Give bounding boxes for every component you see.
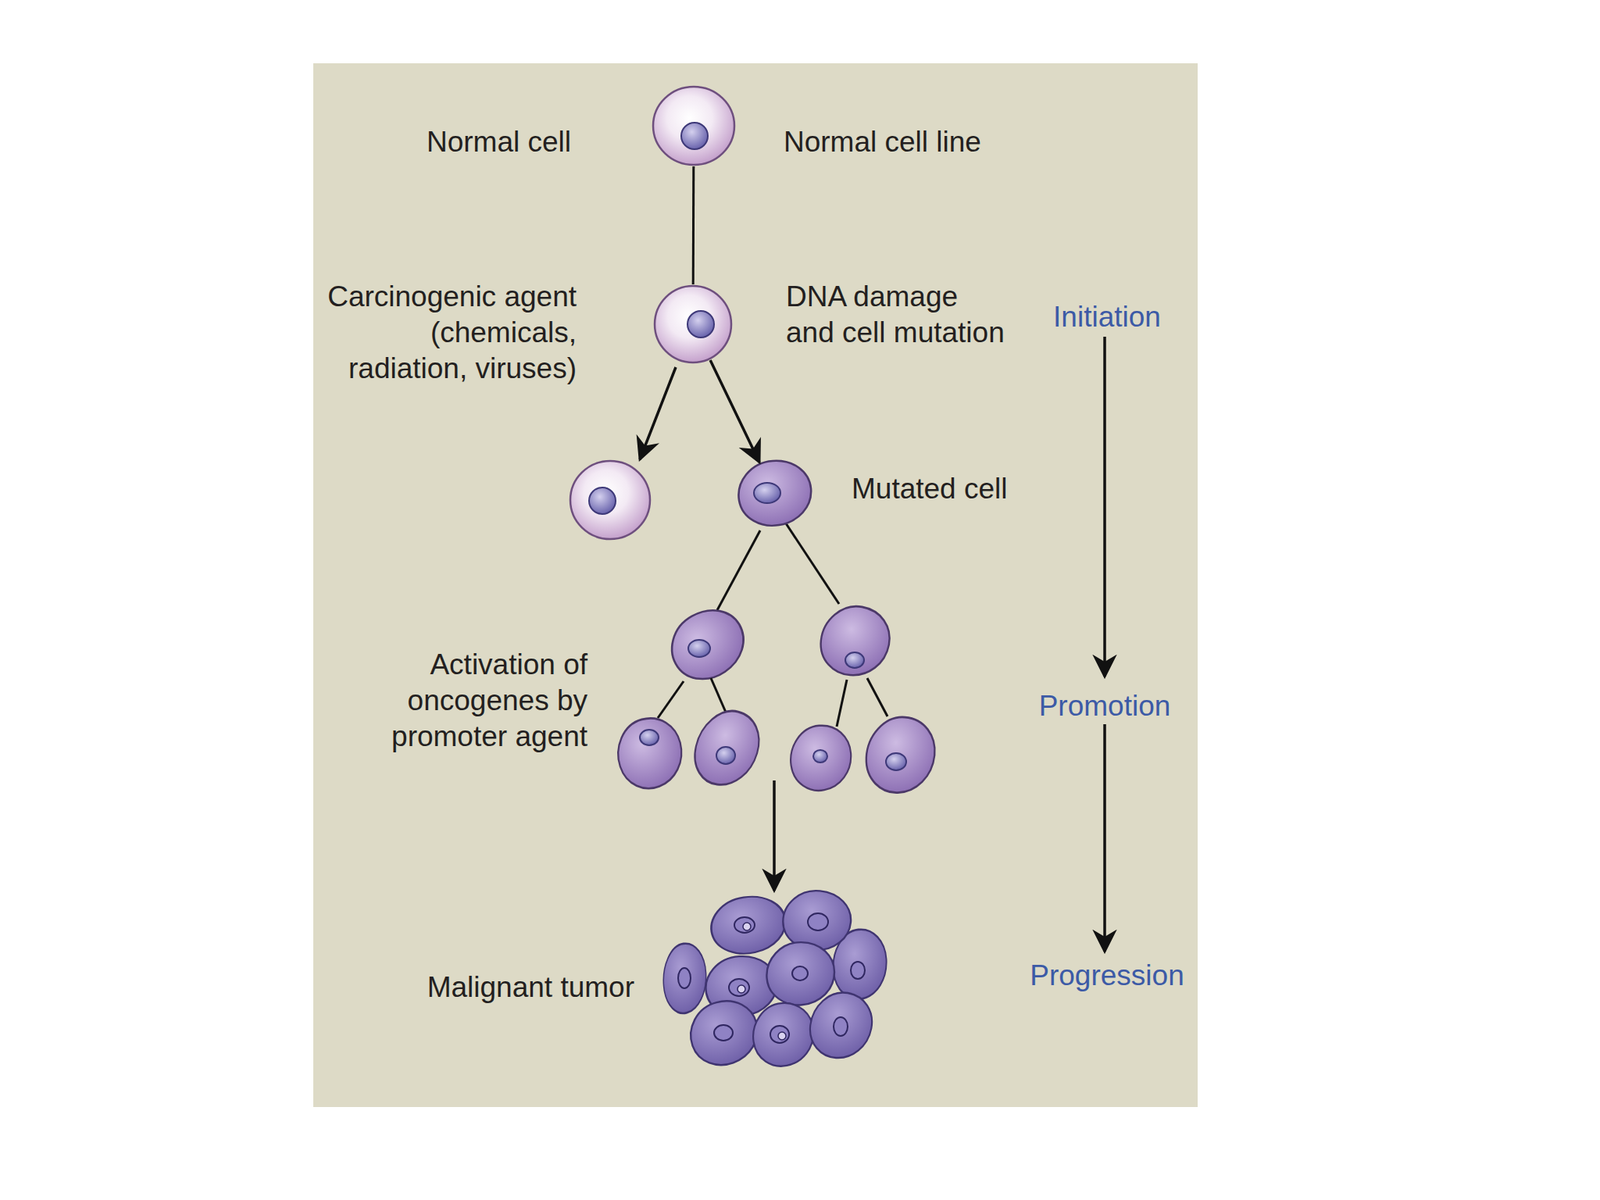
cell-nucleus <box>681 122 708 150</box>
cell-outline <box>654 285 732 363</box>
lineage-line <box>867 678 888 717</box>
cell-caption: Malignant tumor <box>400 969 635 1006</box>
cell-node: Carcinogenic agent (chemicals, radiation… <box>653 284 733 365</box>
mutated-cell <box>612 713 688 793</box>
tumor-cell <box>708 893 788 957</box>
mutated-cell <box>813 598 897 683</box>
cell-caption: Normal cell line <box>783 124 1050 161</box>
cell-nucleus <box>770 1025 790 1043</box>
cell-nucleus <box>687 310 715 338</box>
cell-node: Normal cellNormal cell line <box>651 85 736 167</box>
nucleolus <box>737 985 746 993</box>
tumor-cell <box>685 996 763 1070</box>
lineage-line <box>785 523 840 604</box>
normal-cell <box>570 460 650 540</box>
cell-shape <box>660 885 886 1070</box>
tumor-cell <box>663 943 706 1014</box>
lineage-line <box>717 530 761 611</box>
cell-nucleus <box>807 913 829 931</box>
cell-node: Malignant tumor <box>660 885 886 1070</box>
lineage-line <box>692 166 696 285</box>
division-arrow <box>710 360 760 463</box>
cell-nucleus <box>688 639 711 658</box>
panel-background <box>313 63 1198 1108</box>
mutated-cell <box>660 599 755 690</box>
cell-shape <box>651 85 736 167</box>
cell-shape <box>653 284 733 365</box>
cell-caption: Normal cell <box>336 124 572 161</box>
cell-nucleus <box>639 729 659 746</box>
cell-caption: Mutated cell <box>851 471 1055 508</box>
cell-nucleus <box>714 1025 733 1041</box>
cell-nucleus <box>885 753 907 771</box>
division-arrow <box>639 367 676 460</box>
stage-label: Promotion <box>1007 688 1203 725</box>
cell-nucleus <box>589 487 616 515</box>
mutated-cell-outline <box>738 460 811 526</box>
cell-shape <box>737 459 811 527</box>
mutated-cell <box>790 725 851 791</box>
process-note: Activation of oncogenes by promoter agen… <box>384 646 588 755</box>
progression-arrow <box>772 780 776 891</box>
mutated-cell <box>685 701 769 794</box>
cell-nucleus <box>813 750 828 763</box>
cell-nucleus <box>678 967 691 989</box>
cell-nucleus <box>850 961 865 979</box>
cell-caption: Carcinogenic agent (chemicals, radiation… <box>314 278 577 387</box>
tumor-cell <box>753 1003 814 1067</box>
stage-arrow <box>1103 336 1107 677</box>
cell-nucleus <box>716 746 736 765</box>
cell-outline <box>653 86 735 165</box>
mutated-cell <box>860 711 941 799</box>
cell-caption: DNA damage and cell mutation <box>785 278 1011 351</box>
nucleolus <box>742 922 751 931</box>
cell-nucleus <box>728 978 750 997</box>
tumor-cell <box>803 985 879 1065</box>
cell-nucleus <box>833 1017 848 1036</box>
cell-nucleus <box>845 652 865 668</box>
cell-nucleus <box>753 482 781 504</box>
cell-nucleus <box>734 917 755 933</box>
lineage-line <box>657 681 684 718</box>
cell-nucleus <box>792 966 808 981</box>
stage-arrow <box>1103 724 1107 952</box>
cell-node: Mutated cell <box>737 459 811 527</box>
stage-label: Progression <box>1009 957 1205 994</box>
nucleolus <box>778 1032 786 1040</box>
lineage-line <box>836 679 847 727</box>
stage-label: Initiation <box>1009 299 1205 336</box>
lineage-line <box>710 678 727 715</box>
